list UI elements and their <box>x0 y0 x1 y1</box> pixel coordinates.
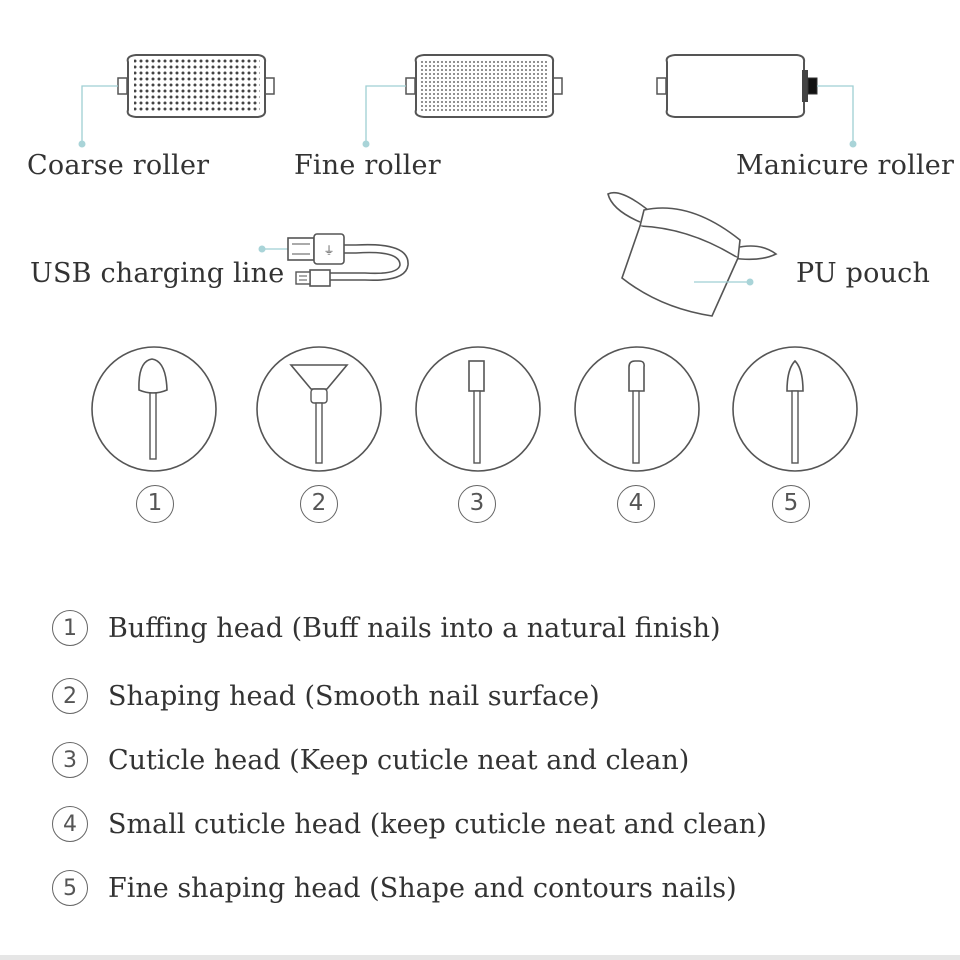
cuticle-head-image <box>415 346 541 472</box>
legend-number-badge: 3 <box>52 742 88 778</box>
manicure-roller-image <box>656 54 857 148</box>
legend-text: Small cuticle head (keep cuticle neat an… <box>108 808 767 840</box>
usb-charging-line-label: USB charging line <box>30 258 285 289</box>
buffing-head-image <box>91 346 217 472</box>
coarse-roller-label: Coarse roller <box>27 150 210 181</box>
pu-pouch-image <box>607 191 778 317</box>
legend-text: Cuticle head (Keep cuticle neat and clea… <box>108 744 690 776</box>
pu-pouch-label: PU pouch <box>796 258 931 289</box>
legend-item: 1 Buffing head (Buff nails into a natura… <box>52 608 721 648</box>
usb-charging-line-image: ⏚ <box>258 233 409 287</box>
fine-shaping-head-image <box>732 346 858 472</box>
legend-number-badge: 4 <box>52 806 88 842</box>
legend-number-badge: 5 <box>52 870 88 906</box>
head-number-badge: 2 <box>300 485 338 523</box>
manicure-roller-label: Manicure roller <box>736 150 955 181</box>
legend-item: 4 Small cuticle head (keep cuticle neat … <box>52 804 767 844</box>
legend-item: 2 Shaping head (Smooth nail surface) <box>52 676 600 716</box>
legend-item: 5 Fine shaping head (Shape and contours … <box>52 868 737 908</box>
shaping-head-image <box>256 346 382 472</box>
fine-roller-label: Fine roller <box>294 150 441 181</box>
legend-number-badge: 1 <box>52 610 88 646</box>
head-number-badge: 5 <box>772 485 810 523</box>
bottom-divider <box>0 955 960 960</box>
legend-text: Buffing head (Buff nails into a natural … <box>108 612 721 644</box>
head-number-badge: 4 <box>617 485 655 523</box>
svg-text:⏚: ⏚ <box>324 244 335 257</box>
legend-text: Fine shaping head (Shape and contours na… <box>108 872 737 904</box>
small-cuticle-head-image <box>574 346 700 472</box>
coarse-roller-image <box>78 54 275 148</box>
fine-roller-image <box>362 54 563 148</box>
legend-text: Shaping head (Smooth nail surface) <box>108 680 600 712</box>
legend-item: 3 Cuticle head (Keep cuticle neat and cl… <box>52 740 689 780</box>
legend-number-badge: 2 <box>52 678 88 714</box>
head-number-badge: 3 <box>458 485 496 523</box>
head-number-badge: 1 <box>136 485 174 523</box>
